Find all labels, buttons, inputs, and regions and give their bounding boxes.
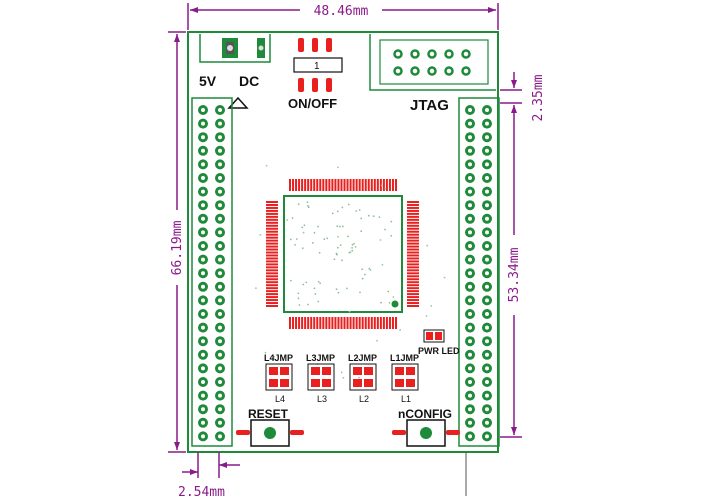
led-jumper-label: L1JMP — [390, 353, 419, 363]
jtag-pin — [393, 49, 403, 59]
led-group-l1: L1JMP L1 — [390, 353, 419, 404]
header-length-dimension: 53.34mm — [500, 102, 523, 438]
led-jumpers: L4JMP L4 L3JMP L3 L2JMP L2 L1JMP L1 — [264, 353, 419, 404]
switch-pin-label: 1 — [314, 61, 320, 72]
led-group-l3: L3JMP L3 — [306, 353, 335, 404]
label-jtag: JTAG — [410, 97, 449, 114]
led-jumper-label: L2JMP — [348, 353, 377, 363]
width-label: 48.46mm — [314, 4, 369, 19]
pitch-label: 2.54mm — [178, 485, 225, 500]
jtag-pin — [410, 49, 420, 59]
label-pwr-led: PWR LED — [418, 346, 460, 356]
pin1-marker-icon — [227, 96, 249, 109]
offset-label: 2.35mm — [531, 74, 546, 121]
led-jumper-label: L4JMP — [264, 353, 293, 363]
led-jumper-label: L3JMP — [306, 353, 335, 363]
chip-pin1-dot — [391, 300, 399, 308]
led-name-label: L3 — [317, 394, 327, 404]
jtag-pin — [410, 66, 420, 76]
jtag-pin — [427, 66, 437, 76]
label-nconfig: nCONFIG — [398, 407, 452, 421]
jtag-pin — [461, 66, 471, 76]
label-5v: 5V — [199, 73, 217, 89]
led-name-label: L1 — [401, 394, 411, 404]
pwr-led — [423, 329, 445, 343]
nconfig-button — [392, 419, 460, 447]
pitch-dimension: 2.54mm — [178, 452, 240, 500]
height-dimension: 66.19mm — [168, 31, 186, 453]
jtag-pin — [461, 49, 471, 59]
jtag-pin — [427, 49, 437, 59]
board-outline — [187, 31, 499, 453]
right-pin-header — [458, 97, 500, 447]
jtag-pin — [444, 49, 454, 59]
left-pin-header — [191, 97, 233, 447]
led-group-l4: L4JMP L4 — [264, 353, 293, 404]
led-name-label: L2 — [359, 394, 369, 404]
fpga-chip — [255, 164, 446, 379]
width-dimension: 48.46mm — [187, 3, 499, 30]
led-name-label: L4 — [275, 394, 285, 404]
label-dc: DC — [239, 73, 259, 89]
reset-button — [236, 419, 304, 447]
header-length-label: 53.34mm — [507, 247, 522, 302]
label-on-off: ON/OFF — [288, 96, 337, 111]
height-label: 66.19mm — [170, 220, 185, 275]
dc-jack — [199, 34, 271, 63]
led-group-l2: L2JMP L2 — [348, 353, 377, 404]
label-reset: RESET — [248, 407, 289, 421]
jtag-connector — [369, 34, 496, 91]
power-switch: 1 — [293, 38, 343, 92]
offset-dimension: 2.35mm — [500, 72, 546, 121]
jtag-pin — [444, 66, 454, 76]
jtag-pin — [393, 66, 403, 76]
